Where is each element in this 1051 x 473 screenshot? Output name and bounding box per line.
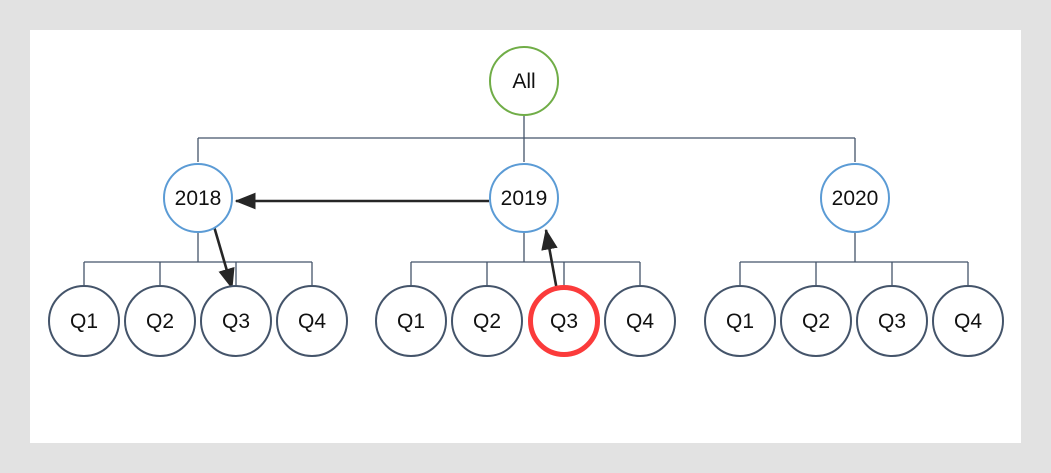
- node-year-2018[interactable]: 2018: [163, 163, 233, 233]
- node-q2-2018[interactable]: Q2: [124, 285, 196, 357]
- node-q3-2020-label: Q3: [877, 309, 906, 333]
- node-q3-2019[interactable]: Q3: [528, 285, 600, 357]
- node-all[interactable]: All: [489, 46, 559, 116]
- node-q4-2019[interactable]: Q4: [604, 285, 676, 357]
- node-q1-2020[interactable]: Q1: [704, 285, 776, 357]
- node-q1-2019[interactable]: Q1: [375, 285, 447, 357]
- node-year-2018-label: 2018: [174, 186, 222, 210]
- node-q4-2019-label: Q4: [625, 309, 654, 333]
- node-q1-2020-label: Q1: [725, 309, 754, 333]
- node-q2-2019-label: Q2: [472, 309, 501, 333]
- node-q4-2020[interactable]: Q4: [932, 285, 1004, 357]
- node-year-2019-label: 2019: [500, 186, 548, 210]
- node-q1-2019-label: Q1: [396, 309, 425, 333]
- node-q3-2020[interactable]: Q3: [856, 285, 928, 357]
- node-q3-2018[interactable]: Q3: [200, 285, 272, 357]
- node-q2-2019[interactable]: Q2: [451, 285, 523, 357]
- node-q3-2019-label: Q3: [549, 309, 578, 333]
- node-q2-2018-label: Q2: [145, 309, 174, 333]
- node-q2-2020-label: Q2: [801, 309, 830, 333]
- node-year-2020[interactable]: 2020: [820, 163, 890, 233]
- node-q1-2018-label: Q1: [69, 309, 98, 333]
- node-all-label: All: [512, 69, 536, 93]
- node-year-2020-label: 2020: [831, 186, 879, 210]
- node-q4-2018[interactable]: Q4: [276, 285, 348, 357]
- node-q4-2018-label: Q4: [297, 309, 326, 333]
- node-q2-2020[interactable]: Q2: [780, 285, 852, 357]
- node-q1-2018[interactable]: Q1: [48, 285, 120, 357]
- node-q3-2018-label: Q3: [221, 309, 250, 333]
- node-q4-2020-label: Q4: [953, 309, 982, 333]
- node-year-2019[interactable]: 2019: [489, 163, 559, 233]
